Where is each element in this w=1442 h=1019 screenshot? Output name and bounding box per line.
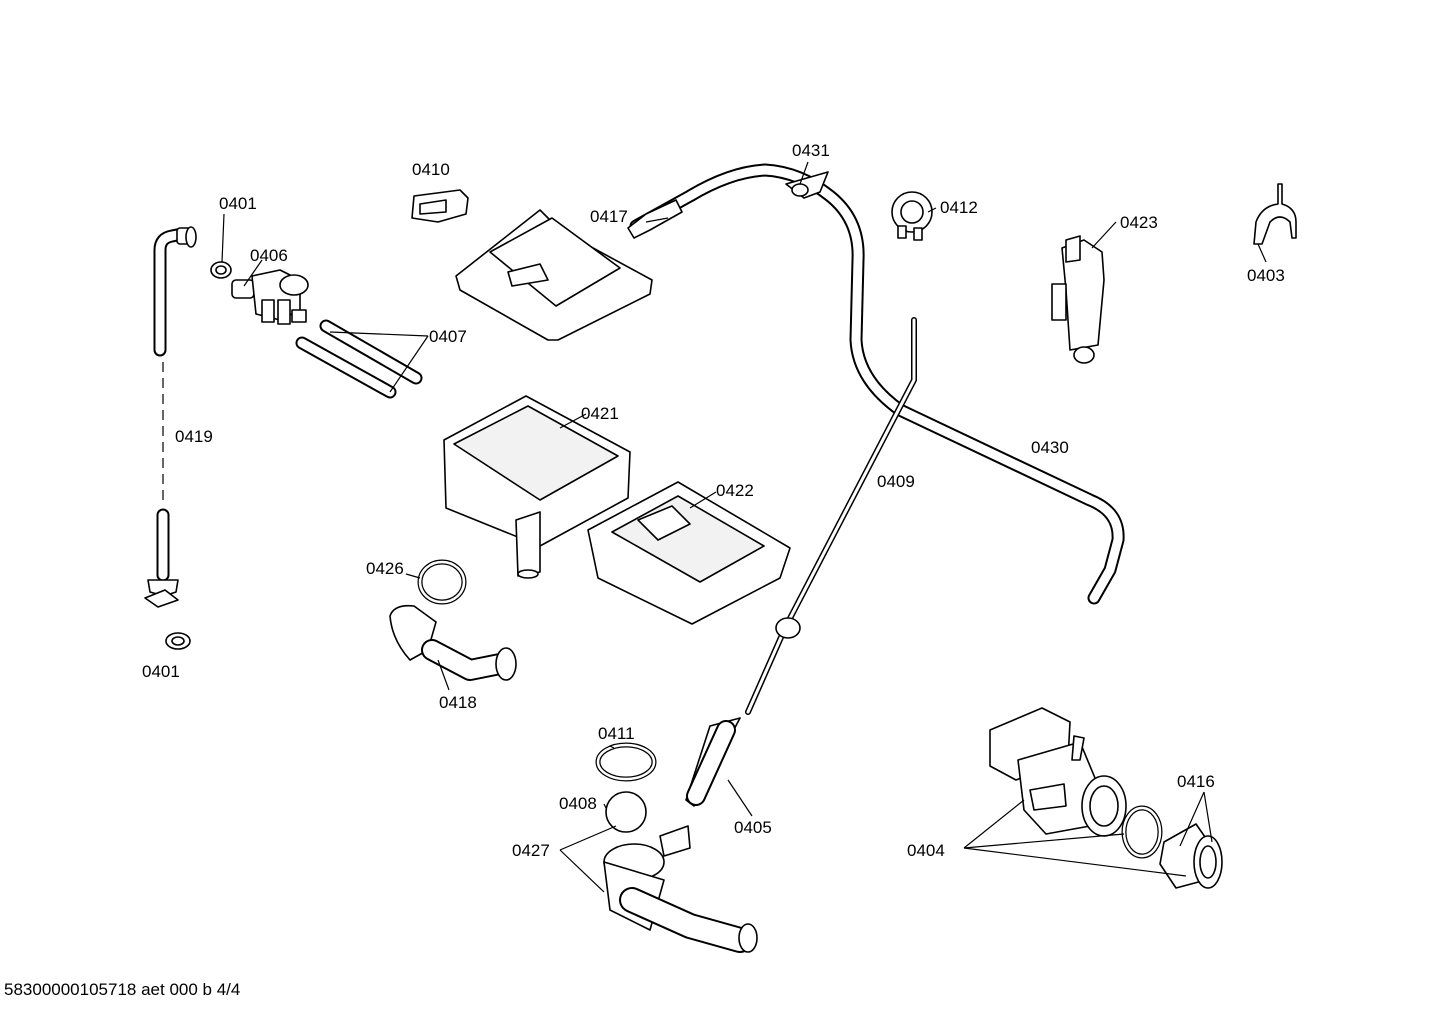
part-0416-filter[interactable] [1159,823,1223,889]
part-labels: 0401 0406 0410 0417 0431 0412 0423 0403 … [142,141,1285,860]
label-0417: 0417 [590,207,628,226]
part-0431-hose-clip[interactable] [785,171,829,199]
label-0431: 0431 [792,141,830,160]
label-0410: 0410 [412,160,450,179]
label-0405: 0405 [734,818,772,837]
label-0418: 0418 [439,693,477,712]
label-0404: 0404 [907,841,945,860]
part-0401-washer-bottom[interactable] [165,632,191,650]
part-0407-hoses[interactable] [295,319,423,399]
label-0408: 0408 [559,794,597,813]
part-0408-ball[interactable] [605,791,647,833]
part-0422-detergent-drawer[interactable] [587,481,791,625]
part-0410-bracket[interactable] [411,189,469,223]
label-0407: 0407 [429,327,467,346]
document-footer-id: 58300000105718 aet 000 b 4/4 [4,980,241,999]
part-0409-tube[interactable] [745,317,917,715]
part-0401-washer-top[interactable] [210,261,232,279]
part-0418-bellows-hose[interactable] [389,604,517,681]
label-0422: 0422 [716,481,754,500]
part-0421-dispenser-box[interactable] [443,395,631,579]
part-0412-pressure-switch[interactable] [891,191,933,241]
part-0403-clip[interactable] [1253,183,1297,245]
part-0423-chamber[interactable] [1051,235,1105,364]
part-0419-inlet-hose[interactable] [144,226,197,608]
label-0430: 0430 [1031,438,1069,457]
label-0427: 0427 [512,841,550,860]
label-0412: 0412 [940,198,978,217]
label-0406: 0406 [250,246,288,265]
label-0423: 0423 [1120,213,1158,232]
label-0426: 0426 [366,559,404,578]
part-0421-dispenser-lid[interactable] [455,209,653,341]
label-0416: 0416 [1177,772,1215,791]
part-0406-inlet-valve[interactable] [231,269,309,325]
label-0401-top: 0401 [219,194,257,213]
label-0409: 0409 [877,472,915,491]
part-0404-drain-pump[interactable] [989,707,1127,837]
part-0426-ring[interactable] [417,559,467,605]
part-0427-sump-hose[interactable] [603,825,758,953]
part-0405-sensor[interactable] [685,717,741,807]
label-0421: 0421 [581,404,619,423]
label-0401-bottom: 0401 [142,662,180,681]
part-0430-overflow-hose[interactable] [627,163,1125,605]
label-0411: 0411 [598,724,635,743]
leader-lines [221,161,1267,893]
label-0403: 0403 [1247,266,1285,285]
part-0411-ring[interactable] [595,742,657,782]
part-0404-ring[interactable] [1121,805,1163,859]
label-0419: 0419 [175,427,213,446]
